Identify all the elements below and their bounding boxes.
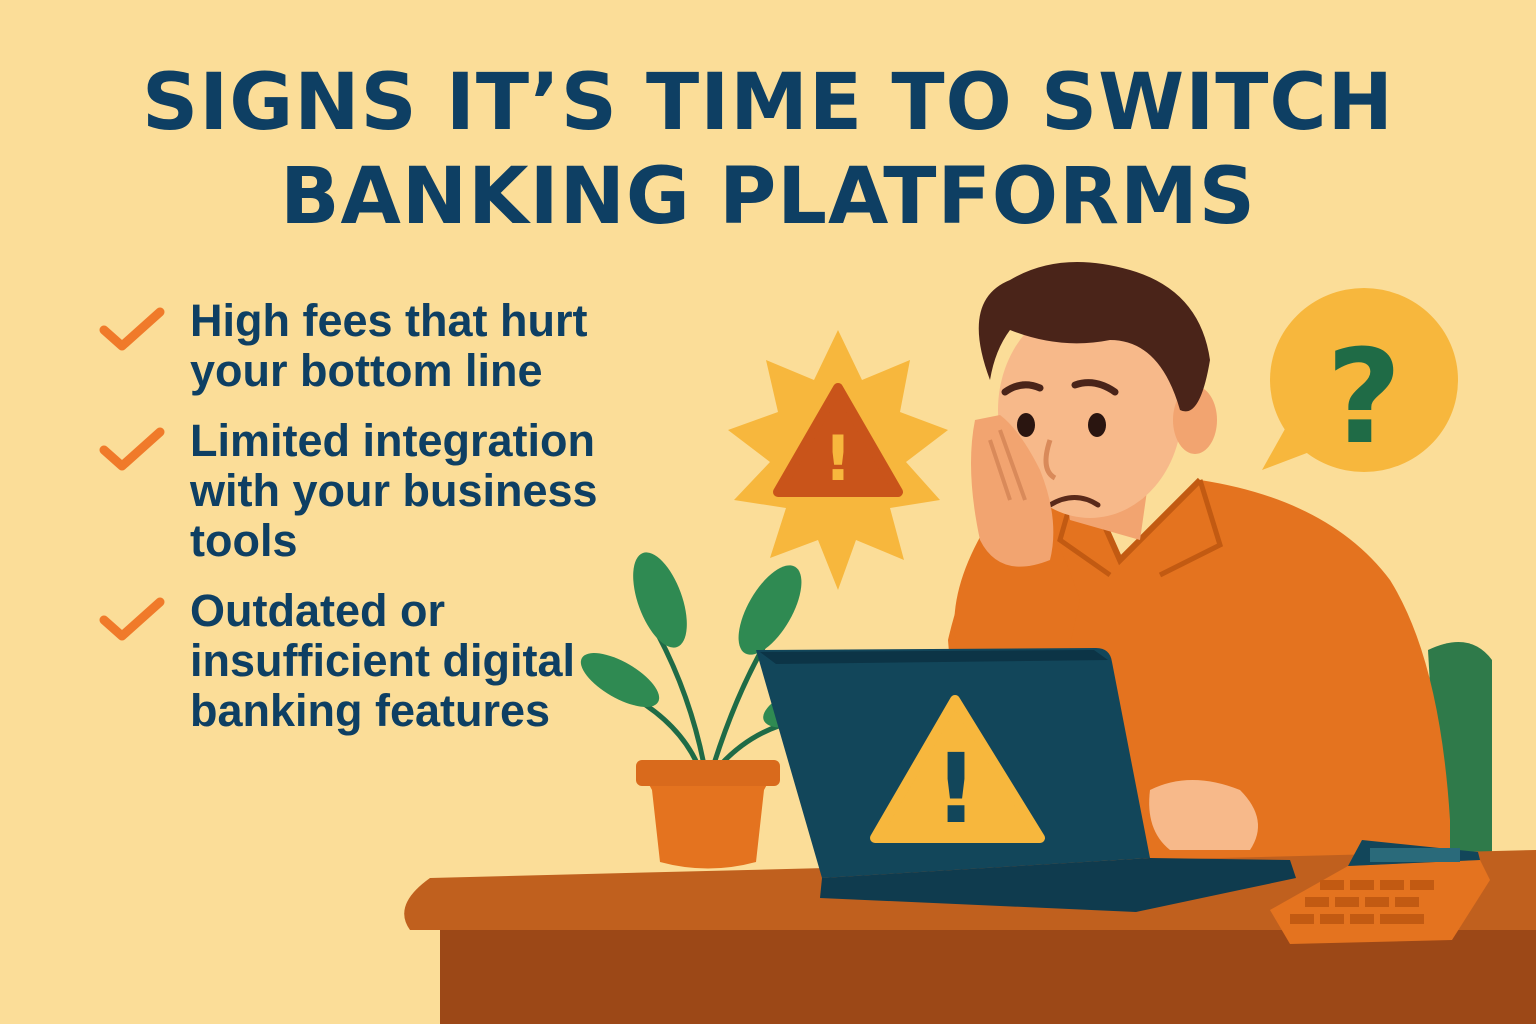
check-icon (99, 597, 165, 641)
hair (978, 262, 1210, 412)
laptop: ! (756, 648, 1296, 912)
title-line-2: BANKING PLATFORMS (280, 152, 1256, 242)
question-mark: ? (1326, 321, 1401, 473)
calculator (1270, 840, 1490, 944)
warning-burst-icon: ! (728, 330, 948, 590)
question-bubble-icon: ? (1262, 288, 1458, 473)
title-line-1: SIGNS IT’S TIME TO SWITCH (142, 58, 1394, 148)
check-icon (99, 427, 165, 471)
warning-mark: ! (824, 422, 852, 495)
page-title: SIGNS IT’S TIME TO SWITCH BANKING PLATFO… (0, 56, 1536, 244)
list-item: High fees that hurt your bottom line (96, 296, 656, 396)
potted-plant (580, 552, 847, 869)
list-item: Outdated or insufficient digital banking… (96, 586, 656, 736)
sign-text: Outdated or insufficient digital banking… (190, 585, 576, 736)
laptop-warning-mark: ! (934, 733, 978, 845)
hand (971, 415, 1054, 567)
signs-list: High fees that hurt your bottom line Lim… (96, 296, 656, 756)
sign-text: High fees that hurt your bottom line (190, 295, 588, 396)
check-icon (99, 307, 165, 351)
list-item: Limited integration with your business t… (96, 416, 656, 566)
sign-text: Limited integration with your business t… (190, 415, 598, 566)
desk-front (440, 930, 1536, 1024)
